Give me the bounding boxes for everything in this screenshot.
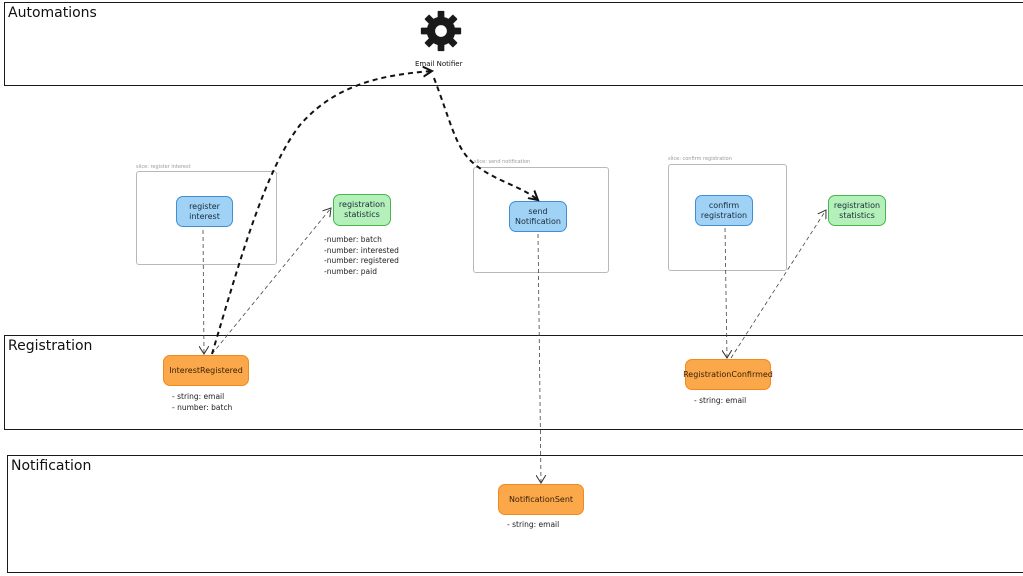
gear-icon[interactable] [420,10,462,52]
event-registration-confirmed[interactable]: RegistrationConfirmed [683,359,773,390]
event-fields-interest-registered: - string: email - number: batch [172,392,232,413]
view-registration-statistics-confirmed[interactable]: registration statistics [828,195,886,226]
field-item: - string: email [507,520,560,529]
event-interest-registered[interactable]: InterestRegistered [163,355,249,386]
field-item: - string: email [694,396,747,405]
field-item: - string: email [172,392,225,401]
automation-label: Email Notifier [415,60,463,68]
command-send-notification[interactable]: send Notification [509,201,567,232]
view-registration-statistics[interactable]: registration statistics [333,194,391,226]
slice-label: slice: register interest [136,164,191,170]
lane-title-registration: Registration [8,338,93,354]
automations-lane: Automations [4,2,1023,86]
slice-label: slice: confirm registration [668,156,732,162]
lane-title-notification: Notification [11,458,92,474]
field-item: -number: batch [324,235,382,244]
lane-title-automations: Automations [8,5,97,21]
command-confirm-registration[interactable]: confirm registration [695,195,753,226]
event-notification-sent[interactable]: NotificationSent [498,484,584,515]
event-fields-notification-sent: - string: email [507,520,559,531]
field-item: -number: registered [324,256,399,265]
slice-label: slice: send notification [474,159,531,165]
registration-lane: Registration [4,335,1023,430]
field-item: -number: interested [324,245,399,255]
field-item: - number: batch [172,402,233,412]
view-fields-registration-statistics: -number: batch -number: interested -numb… [324,235,399,277]
field-item: -number: paid [324,266,377,276]
command-register-interest[interactable]: register interest [176,196,233,227]
event-fields-registration-confirmed: - string: email [694,396,746,407]
